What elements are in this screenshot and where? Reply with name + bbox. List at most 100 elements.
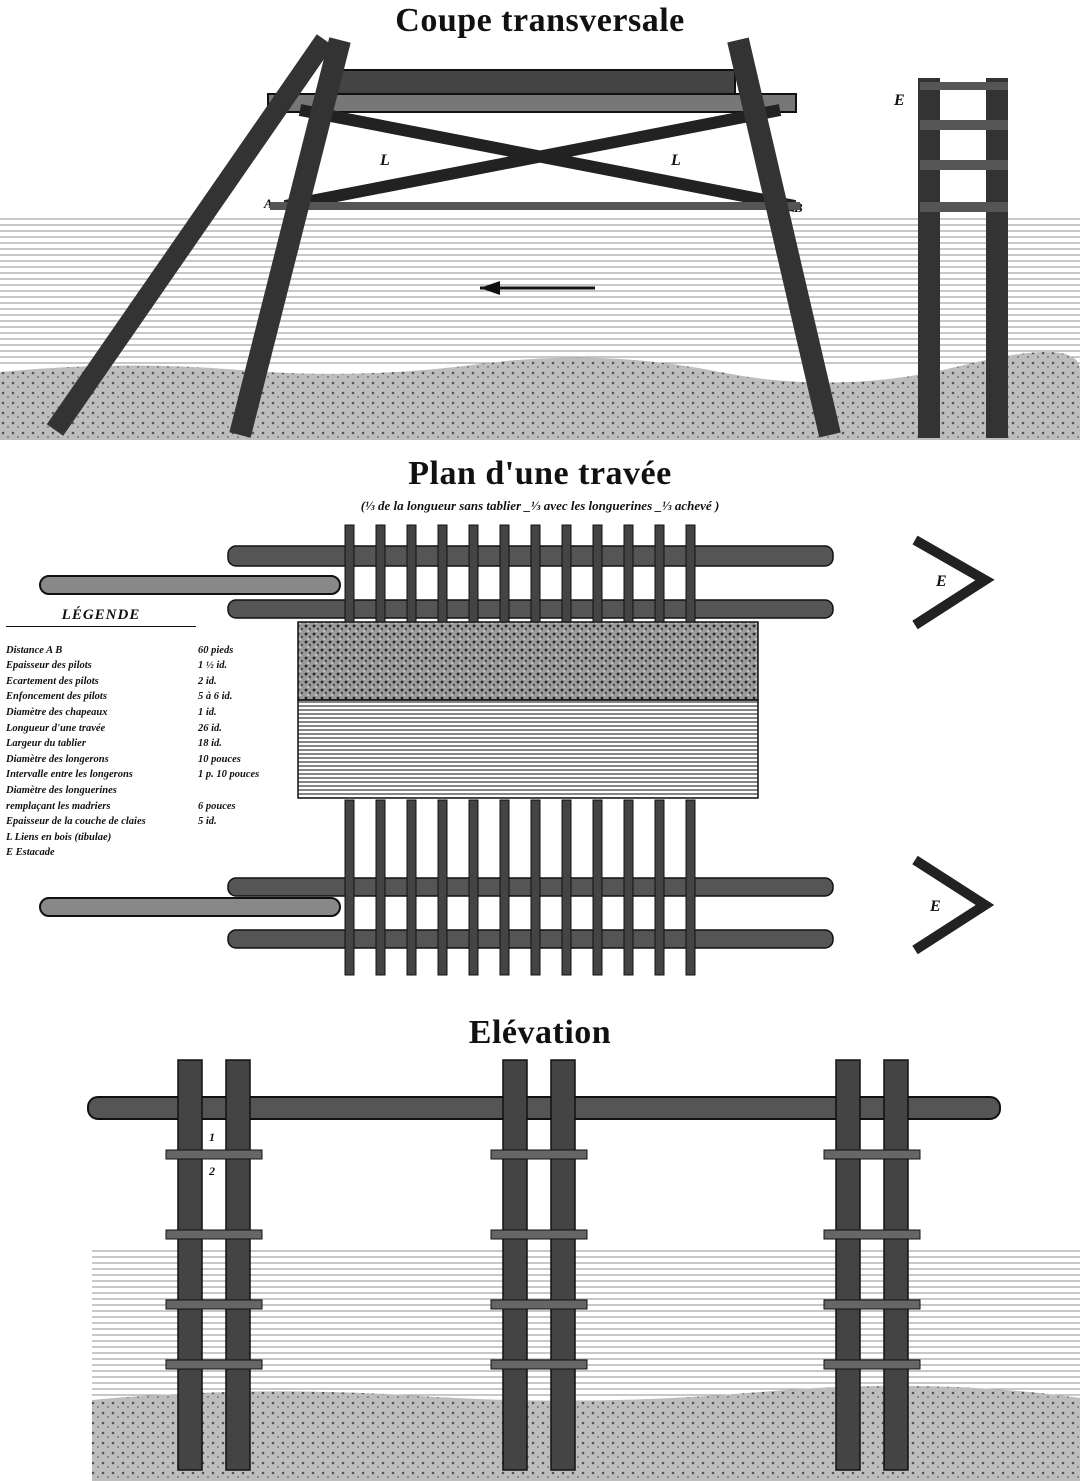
pole-bottom-left <box>39 897 341 917</box>
plan-joists <box>344 524 696 976</box>
legend-row: Diamètre des longuerines <box>6 783 286 799</box>
estacade-pile-left <box>918 78 940 438</box>
label-L-right: L <box>671 152 681 169</box>
plan-joist <box>592 799 603 976</box>
legend-row-value: 2 id. <box>198 675 217 687</box>
estacade-plan-bottom <box>912 855 995 955</box>
label-A: A <box>264 196 273 211</box>
water-elevation <box>92 1250 1080 1398</box>
legend-row-label: Longueur d'une travée <box>6 722 106 734</box>
plan-joist <box>592 524 603 623</box>
title-cross-section: Coupe transversale <box>395 2 685 39</box>
legend-row: Epaisseur des pilots 1 ½ id. <box>6 658 286 674</box>
legend-row: L Liens en bois (tibulae) <box>6 830 286 846</box>
elevation-crossbar <box>165 1299 263 1310</box>
plan-joist <box>437 799 448 976</box>
legend-row-label: Epaisseur de la couche de claies <box>6 816 146 828</box>
estacade-rung-1 <box>920 82 1008 90</box>
title-elevation: Elévation <box>468 1014 612 1051</box>
plan-drawing <box>39 524 995 976</box>
estacade-plan-top <box>912 535 995 630</box>
current-arrowhead <box>480 281 500 295</box>
elevation-crossbar <box>823 1149 921 1160</box>
plan-joist <box>344 524 355 623</box>
legend-row-value: 1 p. 10 pouces <box>198 769 260 781</box>
legend-row-label: E Estacade <box>6 847 55 859</box>
elevation-bents <box>165 1059 921 1471</box>
label-L-left: L <box>380 152 390 169</box>
elevation-crossbar <box>165 1149 263 1160</box>
plan-longuerines <box>297 699 759 799</box>
pole-top-left <box>39 575 341 595</box>
legend-row-label: Enfoncement des pilots <box>6 691 107 703</box>
legend-row-label: Epaisseur des pilots <box>6 660 92 672</box>
riverbed-cross <box>0 351 1080 440</box>
legend-row-value: 1 ½ id. <box>198 660 228 672</box>
legend-row: Enfoncement des pilots 5 à 6 id. <box>6 689 286 705</box>
plan-joist <box>344 799 355 976</box>
elevation-deck <box>87 1096 1001 1120</box>
mark-1: 1 <box>209 1130 215 1144</box>
elevation-pile <box>883 1059 909 1471</box>
elevation-crossbar <box>490 1299 588 1310</box>
estacade-pile-right <box>986 78 1008 438</box>
elevation-pile <box>835 1059 861 1471</box>
legend-row-label: Largeur du tablier <box>6 738 86 750</box>
pile-left-inner <box>229 37 351 438</box>
label-E-plan-bottom: E <box>930 898 941 915</box>
legend-row-label: Diamètre des chapeaux <box>6 706 108 718</box>
legend-row: remplaçant les madriers 6 pouces <box>6 799 286 815</box>
legend-row-label: Distance A B <box>6 644 63 656</box>
estacade-rung-3 <box>920 160 1008 170</box>
plan-joist <box>623 524 634 623</box>
estacade-rung-4 <box>920 202 1008 212</box>
plan-joist <box>530 524 541 623</box>
pile-right <box>727 37 841 438</box>
legend-row-value: 26 id. <box>198 722 222 734</box>
legend-row-value: 5 à 6 id. <box>198 691 233 703</box>
legend-row-value: 6 pouces <box>198 800 236 812</box>
legend-row-value: 10 pouces <box>198 753 241 765</box>
elevation-crossbar <box>490 1229 588 1240</box>
elevation-crossbar <box>823 1359 921 1370</box>
legend-row: E Estacade <box>6 845 286 861</box>
elevation-pile <box>225 1059 251 1471</box>
elevation-crossbar <box>490 1359 588 1370</box>
riverbed-elevation <box>92 1385 1080 1481</box>
elevation-crossbar <box>165 1359 263 1370</box>
legend-row-value: 60 pieds <box>198 644 234 656</box>
legend-row-label: Ecartement des pilots <box>6 675 99 687</box>
pile-left-strut <box>46 34 334 436</box>
elevation-crossbar <box>165 1229 263 1240</box>
cap-beam <box>267 93 797 113</box>
legend-row-value: 1 id. <box>198 706 217 718</box>
brace-L-right <box>298 104 797 212</box>
plan-joist <box>685 799 696 976</box>
legend-row-label: remplaçant les madriers <box>6 800 111 812</box>
plan-joist <box>406 799 417 976</box>
title-plan: Plan d'une travée <box>408 455 672 492</box>
plan-joist <box>468 799 479 976</box>
plan-joist <box>437 524 448 623</box>
legend-row: Diamètre des chapeaux 1 id. <box>6 705 286 721</box>
plan-joist <box>623 799 634 976</box>
plan-joist <box>561 799 572 976</box>
plan-joist <box>375 799 386 976</box>
plan-joist <box>530 799 541 976</box>
elevation-pile <box>502 1059 528 1471</box>
label-E-plan-top: E <box>936 573 947 590</box>
plan-joist <box>406 524 417 623</box>
legend-row: Distance A B 60 pieds <box>6 643 286 659</box>
mark-2: 2 <box>209 1164 215 1178</box>
plan-joist <box>468 524 479 623</box>
legend-row: Longueur d'une travée 26 id. <box>6 721 286 737</box>
elevation-drawing <box>87 1059 1080 1481</box>
elevation-crossbar <box>823 1229 921 1240</box>
plan-claies <box>297 621 759 701</box>
